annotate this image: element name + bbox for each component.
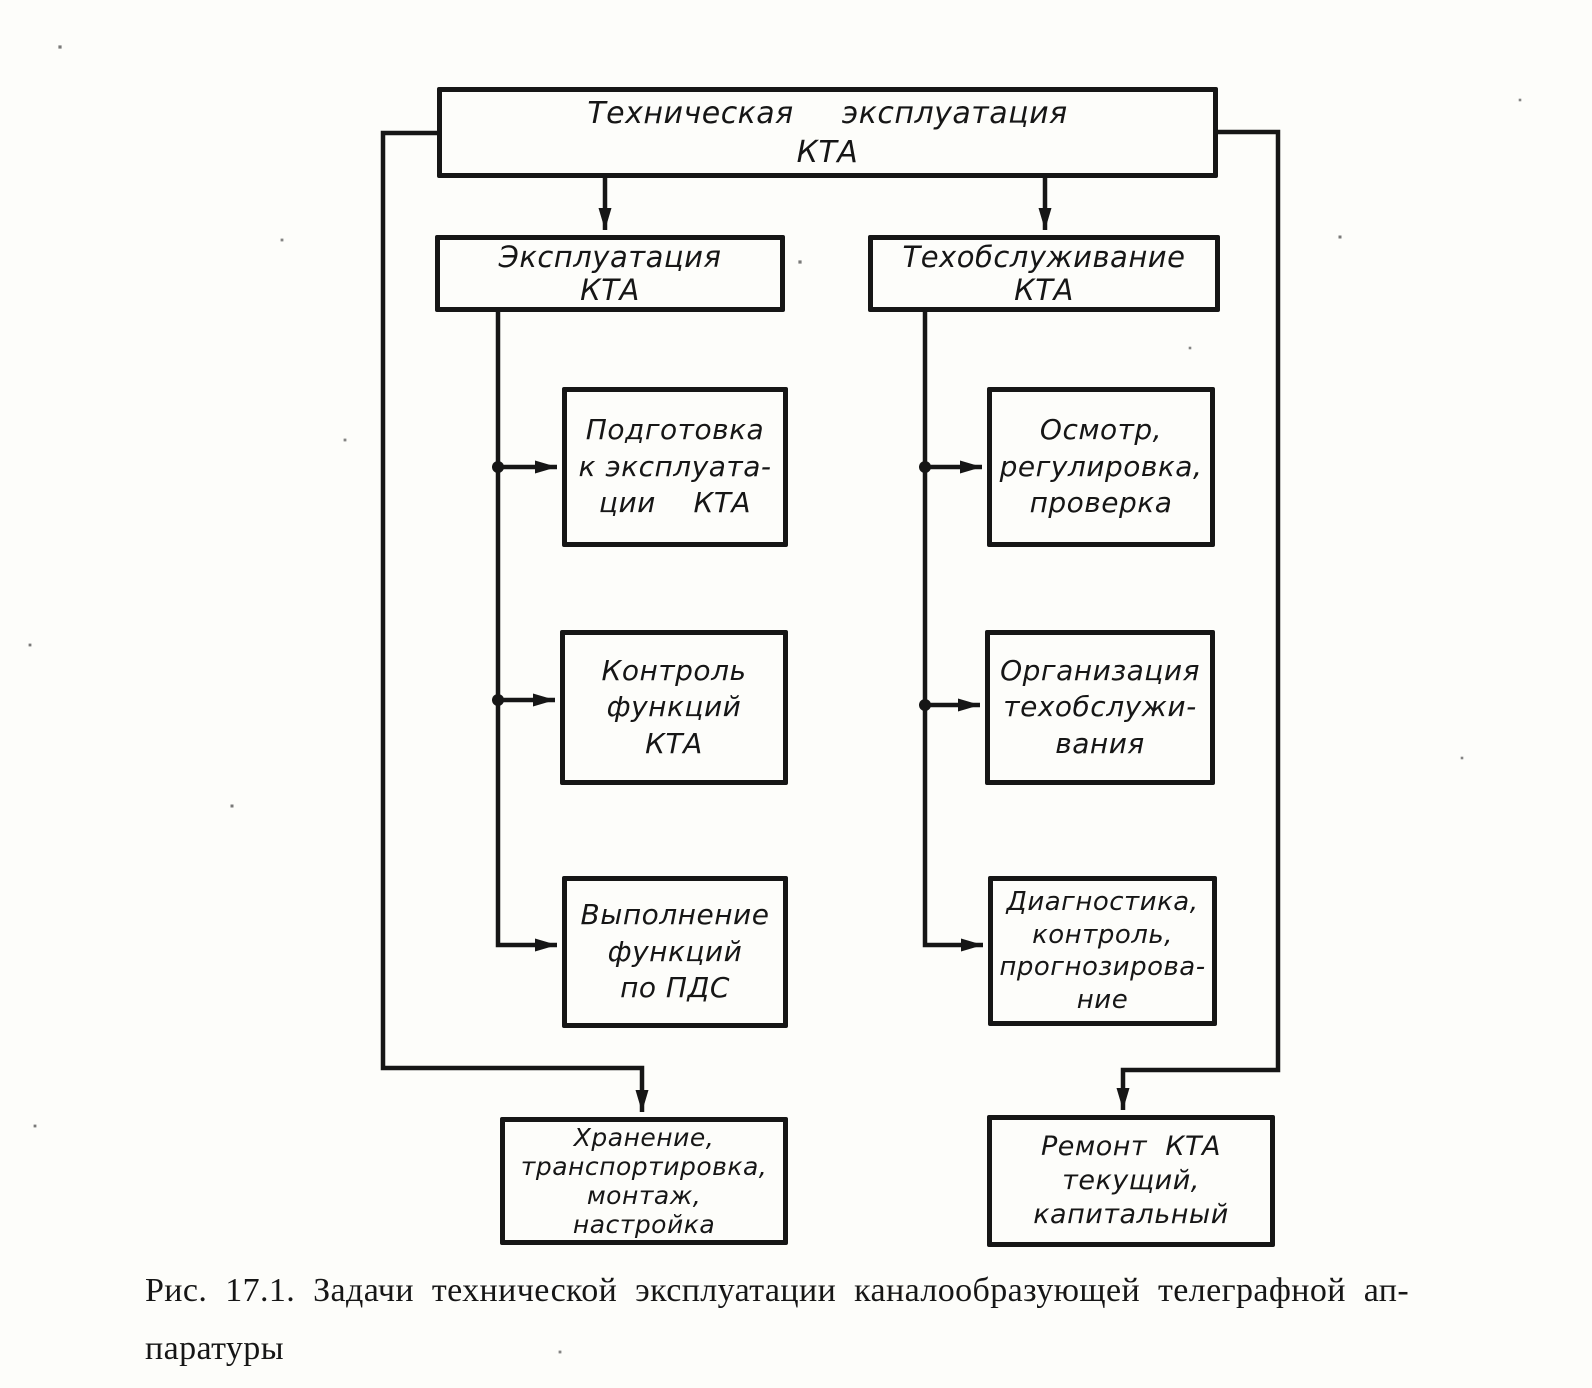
box-operation-label: Эксплуатация КТА: [498, 240, 722, 307]
box-technical-operation: Техническая эксплуатация КТА: [437, 87, 1218, 178]
connector-outer-right-to-repair: [1116, 129, 1281, 1110]
box-function-control: Контроль функций КТА: [560, 630, 788, 785]
box-inspection: Осмотр, регулировка, проверка: [987, 387, 1215, 547]
junction-dot: [492, 694, 504, 706]
box-preparation: Подготовка к эксплуата- ции КТА: [562, 387, 788, 547]
box-maintenance: Техобслуживание КТА: [868, 235, 1220, 312]
box-repair-label: Ремонт КТА текущий, капитальный: [1033, 1131, 1229, 1230]
box-inspection-label: Осмотр, регулировка, проверка: [999, 413, 1203, 520]
junction-dot: [492, 461, 504, 473]
box-maintenance-organization: Организация техобслужи- вания: [985, 630, 1215, 785]
junction-dot: [919, 699, 931, 711]
box-storage-label: Хранение, транспортировка, монтаж, настр…: [520, 1123, 768, 1239]
junction-dot: [919, 461, 931, 473]
box-repair: Ремонт КТА текущий, капитальный: [987, 1115, 1275, 1247]
box-operation: Эксплуатация КТА: [435, 235, 785, 312]
box-diagnostics-label: Диагностика, контроль, прогнозирова- ние: [999, 887, 1206, 1015]
box-maintenance-label: Техобслуживание КТА: [902, 240, 1186, 307]
box-preparation-label: Подготовка к эксплуата- ции КТА: [578, 413, 772, 520]
box-storage: Хранение, транспортировка, монтаж, настр…: [500, 1117, 788, 1245]
box-diagnostics: Диагностика, контроль, прогнозирова- ние: [988, 876, 1217, 1026]
box-pds-functions-label: Выполнение функций по ПДС: [580, 898, 770, 1005]
connector-outer-left-to-storage: [380, 130, 649, 1112]
figure-caption: Рис. 17.1. Задачи технической эксплуатац…: [145, 1272, 1410, 1368]
box-pds-functions: Выполнение функций по ПДС: [562, 876, 788, 1028]
connector-operation-spine: [495, 312, 557, 952]
connector-maintenance-spine: [922, 312, 983, 952]
box-technical-operation-label: Техническая эксплуатация КТА: [587, 95, 1068, 170]
box-maintenance-organization-label: Организация техобслужи- вания: [1000, 653, 1200, 760]
box-function-control-label: Контроль функций КТА: [601, 653, 747, 760]
